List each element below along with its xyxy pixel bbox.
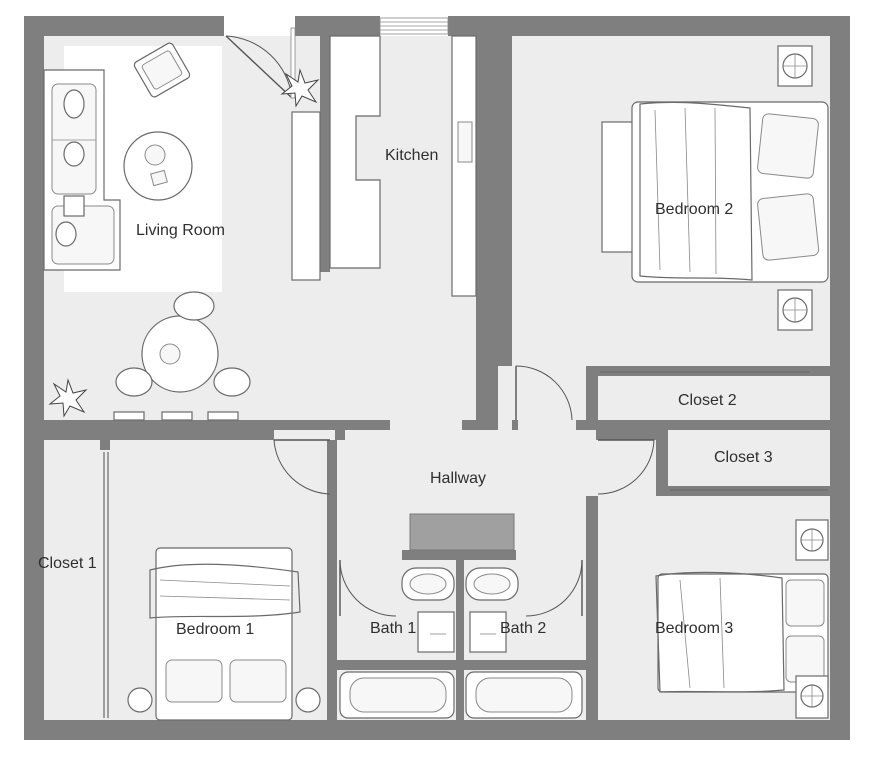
closet2-wall-left <box>586 366 598 430</box>
closet1-label: Closet 1 <box>38 555 97 572</box>
bedroom3-furniture <box>655 519 829 719</box>
plant-icon <box>280 68 320 108</box>
bedroom3-wall-top <box>596 430 656 440</box>
bedroom2-label: Bedroom 2 <box>655 201 733 218</box>
hallway-features <box>273 365 655 617</box>
bath2-label: Bath 2 <box>500 620 546 637</box>
kitchen-window <box>379 17 449 35</box>
hall-wall-stub <box>335 430 345 440</box>
closet3-label: Closet 3 <box>714 449 773 466</box>
bathroom-fixtures <box>339 567 583 719</box>
outer-wall-top-mid <box>295 16 380 36</box>
kitchen-wall-left <box>320 36 330 272</box>
outer-wall-top-right <box>448 16 850 36</box>
bedroom3-wall-left <box>586 496 598 720</box>
hallway-label: Hallway <box>430 470 486 487</box>
room-labels: Living Room Kitchen Bedroom 2 Closet 2 C… <box>38 147 773 638</box>
outer-wall-right <box>830 16 850 740</box>
bedroom1-furniture <box>127 547 321 721</box>
closet1-doors <box>103 452 109 718</box>
outer-wall-top-left <box>24 16 224 36</box>
outer-wall-bottom <box>24 720 850 740</box>
bath1-wall-tub <box>337 660 457 670</box>
hall-wall-top <box>462 420 498 430</box>
closet2-wall-bottom <box>576 420 830 430</box>
bedroom1-label: Bedroom 1 <box>176 621 254 638</box>
closet2-label: Closet 2 <box>678 392 737 409</box>
outer-wall-left <box>24 16 44 740</box>
walls <box>24 16 850 740</box>
living-room-furniture <box>43 42 251 421</box>
bedroom2-wall-left <box>498 36 512 366</box>
hall-wall-stub-right <box>512 420 518 430</box>
closet2-wall-top <box>586 366 830 376</box>
kitchen-counters <box>291 35 477 297</box>
living-wall-bottom <box>44 420 390 430</box>
living-room-label: Living Room <box>136 222 225 239</box>
bedroom1-wall-top <box>44 430 274 440</box>
bath2-wall-tub <box>464 660 586 670</box>
hallway-console <box>409 513 515 551</box>
bedroom2-furniture <box>601 45 829 331</box>
bath1-label: Bath 1 <box>370 620 416 637</box>
closet1-wall <box>100 430 110 450</box>
closet3-wall-bottom <box>656 486 830 496</box>
bedroom1-wall-right <box>327 440 337 720</box>
bedroom3-label: Bedroom 3 <box>655 620 733 637</box>
plant-icon <box>48 378 88 418</box>
kitchen-wall-right <box>476 36 498 420</box>
front-door <box>225 27 296 99</box>
closet3-wall-left <box>656 430 668 496</box>
bath-divider <box>456 550 464 720</box>
kitchen-label: Kitchen <box>385 147 438 164</box>
